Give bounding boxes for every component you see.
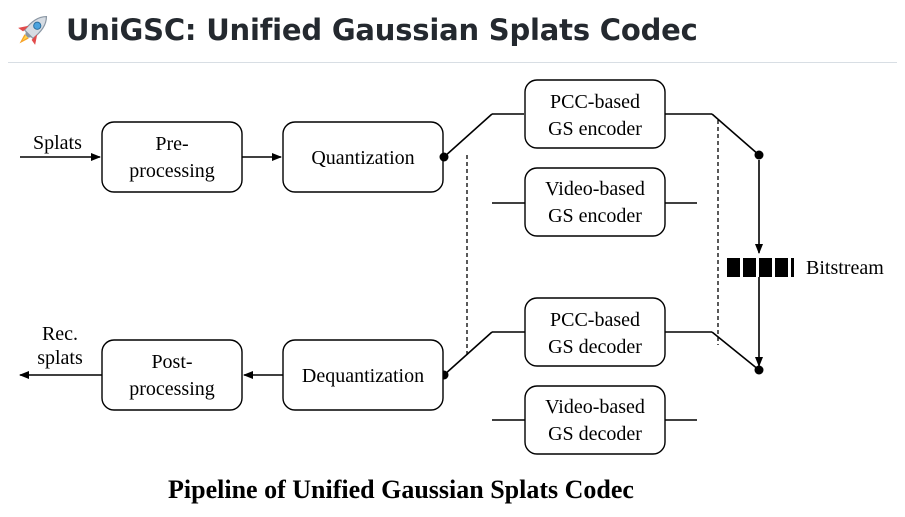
quantization-box: Quantization <box>282 121 444 193</box>
page-header: UniGSC: Unified Gaussian Splats Codec <box>12 4 698 56</box>
postprocessing-box: Post- processing <box>101 339 243 411</box>
pcc-decoder-label-line1: PCC-based <box>550 309 640 331</box>
pcc-encoder-label-line2: GS encoder <box>548 118 642 140</box>
bitstream-block <box>727 258 794 277</box>
video-encoder-label-line1: Video-based <box>545 178 645 200</box>
preprocessing-box: Pre- processing <box>101 121 243 193</box>
decoder-switch-blade <box>443 331 493 376</box>
video-decoder-label-line1: Video-based <box>545 396 645 418</box>
video-encoder-label-line2: GS encoder <box>548 205 642 227</box>
diagram-caption: Pipeline of Unified Gaussian Splats Code… <box>168 475 634 504</box>
pcc-encoder-box: PCC-based GS encoder <box>524 79 666 149</box>
header-divider <box>8 62 897 63</box>
dequantization-box: Dequantization <box>282 339 444 411</box>
pcc-decoder-label-line2: GS decoder <box>548 336 642 358</box>
bitstream-write-node <box>754 150 764 160</box>
quantization-label: Quantization <box>311 147 414 169</box>
video-encoder-box: Video-based GS encoder <box>524 167 666 237</box>
postprocessing-label-line2: processing <box>129 378 215 400</box>
output-label-line2: splats <box>37 347 83 369</box>
preprocessing-label-line2: processing <box>129 160 215 182</box>
video-decoder-box: Video-based GS decoder <box>524 385 666 455</box>
postprocessing-label-line1: Post- <box>151 351 192 373</box>
pcc-encoder-label-line1: PCC-based <box>550 91 640 113</box>
bitstream-label: Bitstream <box>806 257 884 279</box>
output-label-line1: Rec. <box>42 323 78 345</box>
rocket-icon <box>18 15 48 45</box>
preprocessing-label-line1: Pre- <box>155 133 188 155</box>
pcc-decoder-box: PCC-based GS decoder <box>524 297 666 367</box>
encoder-switch-blade <box>443 113 493 158</box>
decoder-input-blade <box>711 331 760 371</box>
dequantization-label: Dequantization <box>302 365 424 387</box>
page-title: UniGSC: Unified Gaussian Splats Codec <box>66 13 698 47</box>
input-label: Splats <box>33 132 82 154</box>
video-decoder-label-line2: GS decoder <box>548 423 642 445</box>
encoder-output-blade <box>711 113 760 156</box>
